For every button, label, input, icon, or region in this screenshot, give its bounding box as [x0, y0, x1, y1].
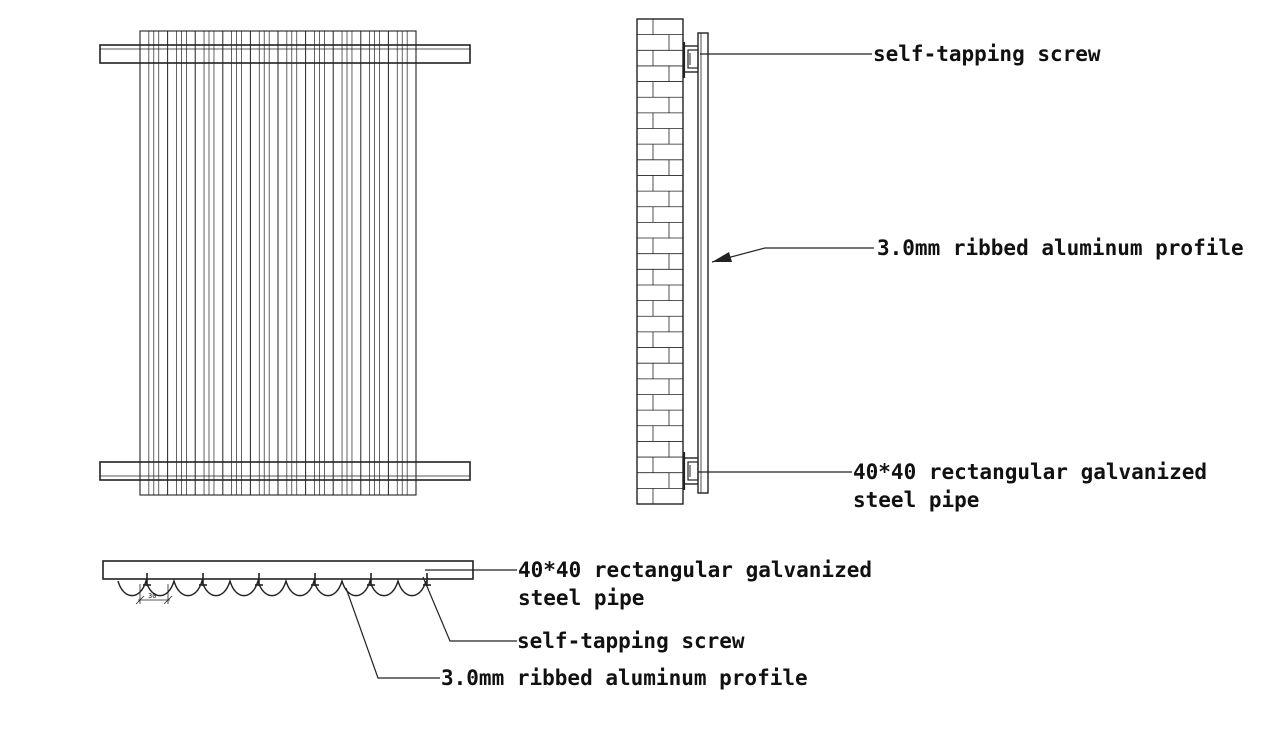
side-profile-label: 3.0mm ribbed aluminum profile: [877, 236, 1244, 260]
front-top-steel-pipe: [99, 44, 471, 64]
front-elevation-view: [99, 30, 471, 496]
wall-outline: [636, 18, 684, 505]
plan-ribbed-profile-wave: [117, 578, 427, 597]
front-ribbed-profile-strips: [139, 30, 417, 496]
plan-dimension-value: 30: [148, 592, 156, 600]
side-top-steel-pipe-bracket: [682, 42, 699, 78]
plan-section-view: 30 40*40 rectangular galvanized steel pi…: [102, 558, 872, 690]
plan-screw-leader: [422, 576, 517, 642]
plan-profile-leader: [345, 587, 440, 679]
side-aluminum-panel: [697, 32, 709, 494]
side-bottom-steel-pipe-bracket: [682, 452, 699, 490]
plan-profile-label: 3.0mm ribbed aluminum profile: [441, 666, 808, 690]
plan-steel-pipe: [102, 560, 474, 580]
side-section-view: self-tapping screw 3.0mm ribbed aluminum…: [636, 18, 1244, 512]
side-profile-leader: [711, 247, 874, 263]
side-screw-label: self-tapping screw: [873, 42, 1101, 66]
plan-pipe-label-line2: steel pipe: [518, 586, 644, 610]
plan-dimension-mark: 30: [135, 584, 173, 605]
brick-wall: [636, 18, 684, 505]
front-bottom-steel-pipe: [99, 461, 471, 481]
plan-screw-label: self-tapping screw: [517, 629, 745, 653]
side-pipe-label-line2: steel pipe: [853, 488, 979, 512]
plan-pipe-label-line1: 40*40 rectangular galvanized: [518, 558, 872, 582]
side-pipe-label-line1: 40*40 rectangular galvanized: [853, 460, 1207, 484]
plan-self-tapping-screws: [143, 573, 431, 586]
